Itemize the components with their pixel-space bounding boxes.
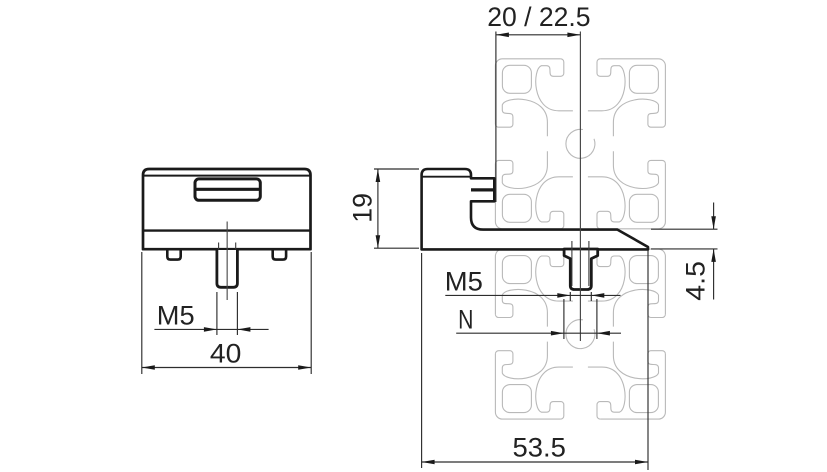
- svg-text:N: N: [458, 304, 473, 334]
- svg-text:4.5: 4.5: [681, 261, 711, 301]
- svg-text:M5: M5: [157, 300, 195, 330]
- svg-text:20 / 22.5: 20 / 22.5: [487, 2, 590, 32]
- svg-text:M5: M5: [445, 266, 483, 296]
- svg-text:19: 19: [347, 193, 377, 223]
- svg-text:53.5: 53.5: [513, 432, 566, 462]
- svg-text:40: 40: [210, 339, 242, 369]
